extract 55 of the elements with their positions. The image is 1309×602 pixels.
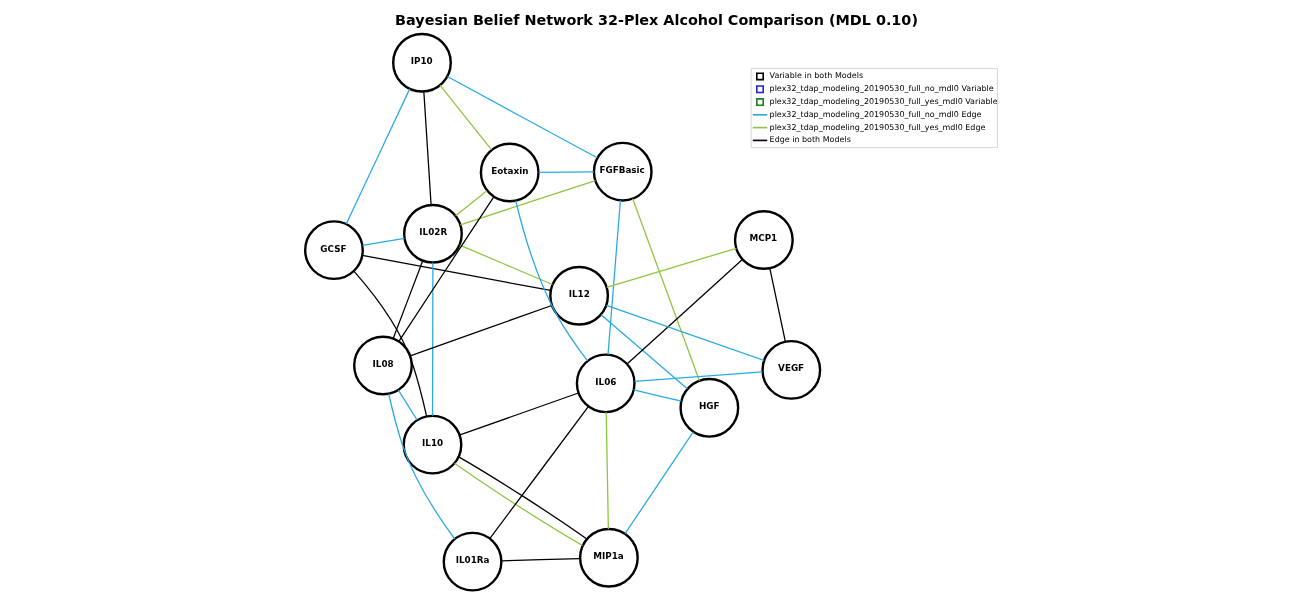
connector [459,180,596,226]
node-circle: IL01Ra [442,531,503,592]
connector [605,304,765,362]
connector [515,200,589,362]
connector [398,196,495,342]
node-circle: HGF [679,377,740,438]
node-circle: IL10 [402,414,463,475]
node-circle: GCSF [304,220,364,281]
connector [439,84,493,151]
connector [489,406,589,539]
connector [446,75,598,159]
connector [423,90,432,206]
node-circle: IL08 [353,335,413,396]
node-circle: IL06 [575,353,636,414]
connector [458,456,588,540]
connector [409,304,553,357]
node-circle: Eotaxin [479,142,540,203]
connector [769,267,786,343]
connector [624,431,694,535]
connector [454,190,488,217]
connector [538,171,595,173]
connector [500,557,581,562]
connector [600,314,688,390]
connector [361,237,405,247]
connector [345,88,411,225]
connector [632,198,701,382]
legend-label: Variable in both Models [769,71,864,81]
node-circle: IP10 [392,32,452,93]
connector [633,371,764,382]
node-circle: FGFBasic [592,141,653,202]
connector [459,392,579,436]
node-circle: MIP1a [578,527,639,588]
connector [431,261,434,417]
node-circle: IL12 [549,265,610,326]
node-circle: IL02R [403,203,463,264]
connector [626,258,743,365]
connector [633,389,682,402]
legend-label: plex32_tdap_modeling_20190530_full_no_mdl0 Edge [769,109,982,119]
connector [453,462,584,547]
legend-label: plex32_tdap_modeling_20190530_full_no_mdl0 Variable [769,84,994,94]
connector [392,260,424,340]
connector [605,411,609,530]
connector [353,270,428,417]
node-circle: VEGF [761,339,822,400]
connector [606,247,737,289]
legend-label: Edge in both Models [769,135,851,145]
connector [607,199,622,356]
connector [361,254,552,292]
legend-label: plex32_tdap_modeling_20190530_full_yes_mdl0 Variable [769,97,998,107]
legend-label: plex32_tdap_modeling_20190530_full_yes_mdl0 Edge [769,122,986,132]
connector [459,244,554,286]
connector [397,389,418,421]
connector [388,393,456,540]
node-circle: MCP1 [733,210,794,270]
diagram-title: Bayesian Belief Network 32-Plex Alcohol Comparison (MDL 0.10) [395,12,918,29]
